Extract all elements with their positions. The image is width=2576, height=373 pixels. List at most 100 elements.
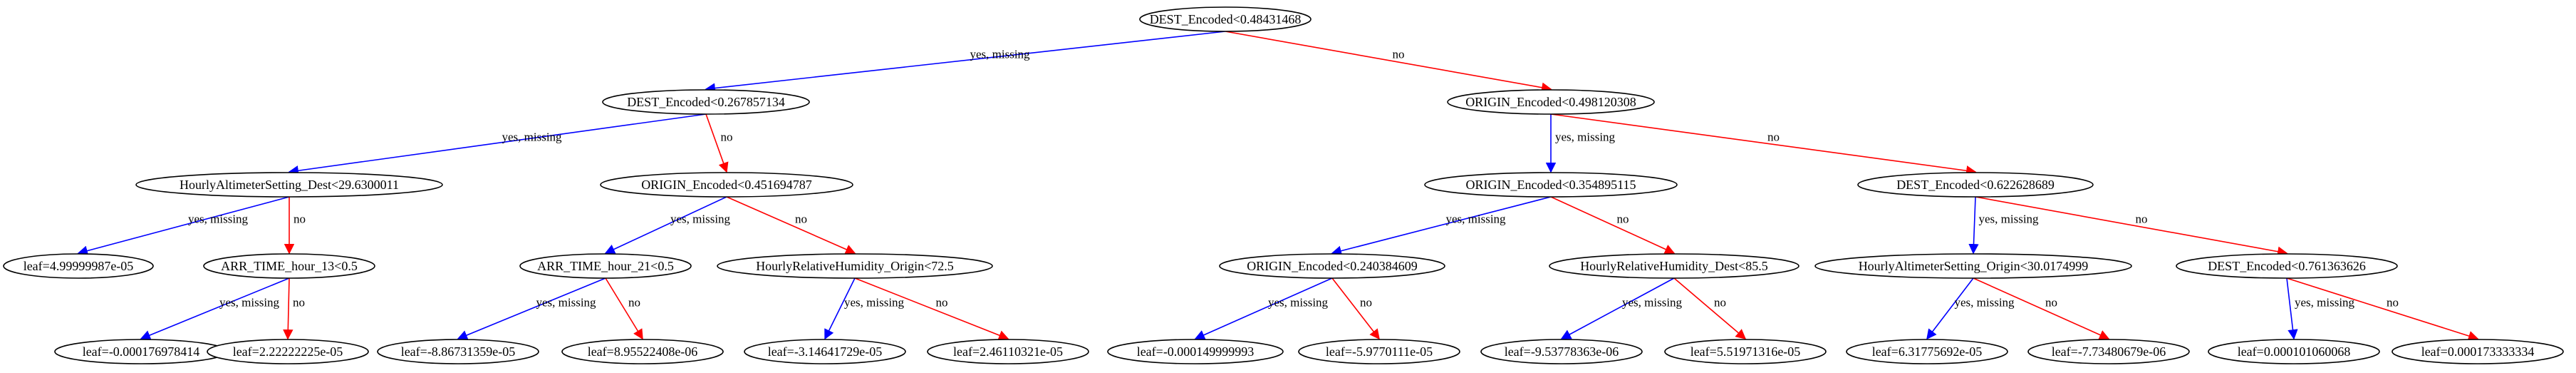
node-label: leaf=2.46110321e-05 bbox=[953, 344, 1063, 359]
leaf-node: leaf=-3.14641729e-05 bbox=[744, 339, 906, 364]
node-label: leaf=-8.86731359e-05 bbox=[401, 344, 516, 359]
node-ellipse bbox=[1480, 339, 1643, 364]
edge-layer: yes, missing no yes, missing no yes, missing… bbox=[77, 31, 2479, 341]
edge-label: yes, missing bbox=[536, 296, 597, 310]
edge-label: no bbox=[294, 213, 306, 226]
edge-n1-n4 bbox=[705, 113, 729, 173]
split-node: DEST_Encoded<0.267857134 bbox=[602, 89, 810, 115]
node-label: leaf=4.99999987e-05 bbox=[24, 259, 134, 273]
node-label: leaf=8.95522408e-06 bbox=[588, 344, 698, 359]
node-label: leaf=-7.73480679e-06 bbox=[2052, 344, 2166, 359]
leaf-node: leaf=4.99999987e-05 bbox=[3, 253, 154, 279]
node-label: DEST_Encoded<0.622628689 bbox=[1896, 178, 2055, 192]
node-label: leaf=2.22222225e-05 bbox=[233, 344, 343, 359]
edge-label: no bbox=[1360, 296, 1372, 310]
node-ellipse bbox=[2208, 339, 2380, 364]
leaf-node: leaf=2.22222225e-05 bbox=[207, 339, 369, 364]
edge-n6-n13 bbox=[1968, 196, 1979, 255]
edge-label: no bbox=[2387, 296, 2399, 310]
edge-label: no bbox=[1714, 296, 1726, 310]
edge-n1-n3 bbox=[288, 113, 707, 176]
edge-n2-n6 bbox=[1550, 113, 1977, 176]
split-node: HourlyRelativeHumidity_Origin<72.5 bbox=[717, 253, 993, 279]
node-layer: DEST_Encoded<0.48431468DEST_Encoded<0.26… bbox=[3, 6, 2564, 364]
node-label: ORIGIN_Encoded<0.451694787 bbox=[641, 178, 812, 192]
split-node: ORIGIN_Encoded<0.354895115 bbox=[1424, 172, 1678, 198]
edge-n5-n12 bbox=[1550, 196, 1676, 255]
edge-label: yes, missing bbox=[1446, 213, 1507, 226]
node-label: leaf=-3.14641729e-05 bbox=[768, 344, 883, 359]
edge-n10-n20 bbox=[854, 277, 1009, 340]
node-label: ORIGIN_Encoded<0.240384609 bbox=[1247, 259, 1418, 273]
node-ellipse bbox=[135, 172, 443, 198]
node-label: HourlyAltimeterSetting_Origin<30.0174999 bbox=[1859, 259, 2089, 273]
edge-label: yes, missing bbox=[844, 296, 905, 310]
node-label: DEST_Encoded<0.267857134 bbox=[627, 95, 785, 109]
node-ellipse bbox=[1139, 6, 1312, 32]
leaf-node: leaf=-0.000149999993 bbox=[1107, 339, 1284, 364]
node-label: HourlyAltimeterSetting_Dest<29.6300011 bbox=[180, 178, 399, 192]
node-label: DEST_Encoded<0.48431468 bbox=[1150, 12, 1302, 26]
split-node: HourlyAltimeterSetting_Dest<29.6300011 bbox=[135, 172, 443, 198]
leaf-node: leaf=6.31775692e-05 bbox=[1846, 339, 2008, 364]
split-node: ORIGIN_Encoded<0.451694787 bbox=[600, 172, 853, 198]
edge-label: yes, missing bbox=[219, 296, 280, 310]
node-label: leaf=5.51971316e-05 bbox=[1690, 344, 1801, 359]
edge-label: no bbox=[628, 296, 640, 310]
node-ellipse bbox=[1814, 253, 2132, 279]
edge-n0-n2 bbox=[1225, 31, 1552, 93]
leaf-node: leaf=0.000101060068 bbox=[2208, 339, 2380, 364]
edge-label: no bbox=[2136, 213, 2148, 226]
split-node: DEST_Encoded<0.761363626 bbox=[2176, 253, 2398, 279]
node-ellipse bbox=[2027, 339, 2190, 364]
edge-n14-n28 bbox=[2286, 277, 2479, 341]
node-label: DEST_Encoded<0.761363626 bbox=[2208, 259, 2366, 273]
edge-label: no bbox=[936, 296, 948, 310]
node-ellipse bbox=[600, 172, 853, 198]
node-ellipse bbox=[1298, 339, 1460, 364]
leaf-node: leaf=-5.9770111e-05 bbox=[1298, 339, 1460, 364]
leaf-node: leaf=-7.73480679e-06 bbox=[2027, 339, 2190, 364]
edge-label: yes, missing bbox=[188, 213, 249, 226]
edge-label: yes, missing bbox=[1555, 131, 1616, 144]
edge-n3-n7 bbox=[77, 196, 290, 256]
node-label: ORIGIN_Encoded<0.498120308 bbox=[1465, 95, 1636, 109]
node-ellipse bbox=[1549, 253, 1799, 279]
node-label: leaf=6.31775692e-05 bbox=[1872, 344, 1983, 359]
edge-n12-n24 bbox=[1673, 277, 1747, 339]
edge-n5-n11 bbox=[1331, 196, 1552, 256]
node-label: HourlyRelativeHumidity_Dest<85.5 bbox=[1580, 259, 1768, 273]
edge-n9-n18 bbox=[605, 277, 643, 340]
node-label: HourlyRelativeHumidity_Origin<72.5 bbox=[756, 259, 954, 273]
edge-n11-n21 bbox=[1194, 277, 1333, 340]
edge-label: yes, missing bbox=[670, 213, 731, 226]
node-ellipse bbox=[1219, 253, 1445, 279]
node-label: ARR_TIME_hour_13<0.5 bbox=[221, 259, 358, 273]
edge-label: no bbox=[1393, 48, 1405, 61]
node-ellipse bbox=[2391, 339, 2564, 364]
node-ellipse bbox=[1447, 89, 1655, 115]
edge-n13-n25 bbox=[1926, 277, 1974, 340]
node-label: leaf=-9.53778363e-06 bbox=[1505, 344, 1619, 359]
split-node: ARR_TIME_hour_13<0.5 bbox=[203, 253, 375, 279]
node-label: leaf=0.000173333334 bbox=[2421, 344, 2535, 359]
node-ellipse bbox=[717, 253, 993, 279]
node-label: leaf=-5.9770111e-05 bbox=[1326, 344, 1433, 359]
edge-n8-n15 bbox=[140, 277, 290, 340]
node-ellipse bbox=[2176, 253, 2398, 279]
node-ellipse bbox=[1664, 339, 1827, 364]
leaf-node: leaf=-8.86731359e-05 bbox=[377, 339, 539, 364]
split-node: HourlyRelativeHumidity_Dest<85.5 bbox=[1549, 253, 1799, 279]
edge-n4-n10 bbox=[726, 196, 856, 255]
edge-n13-n26 bbox=[1973, 277, 2110, 340]
edge-label: no bbox=[795, 213, 807, 226]
leaf-node: leaf=2.46110321e-05 bbox=[927, 339, 1089, 364]
leaf-node: leaf=-0.000176978414 bbox=[54, 339, 228, 364]
node-ellipse bbox=[203, 253, 375, 279]
node-ellipse bbox=[3, 253, 154, 279]
edge-n4-n9 bbox=[604, 196, 727, 255]
split-node: DEST_Encoded<0.622628689 bbox=[1857, 172, 2094, 198]
node-label: ORIGIN_Encoded<0.354895115 bbox=[1466, 178, 1636, 192]
node-ellipse bbox=[519, 253, 692, 279]
node-label: leaf=0.000101060068 bbox=[2238, 344, 2351, 359]
